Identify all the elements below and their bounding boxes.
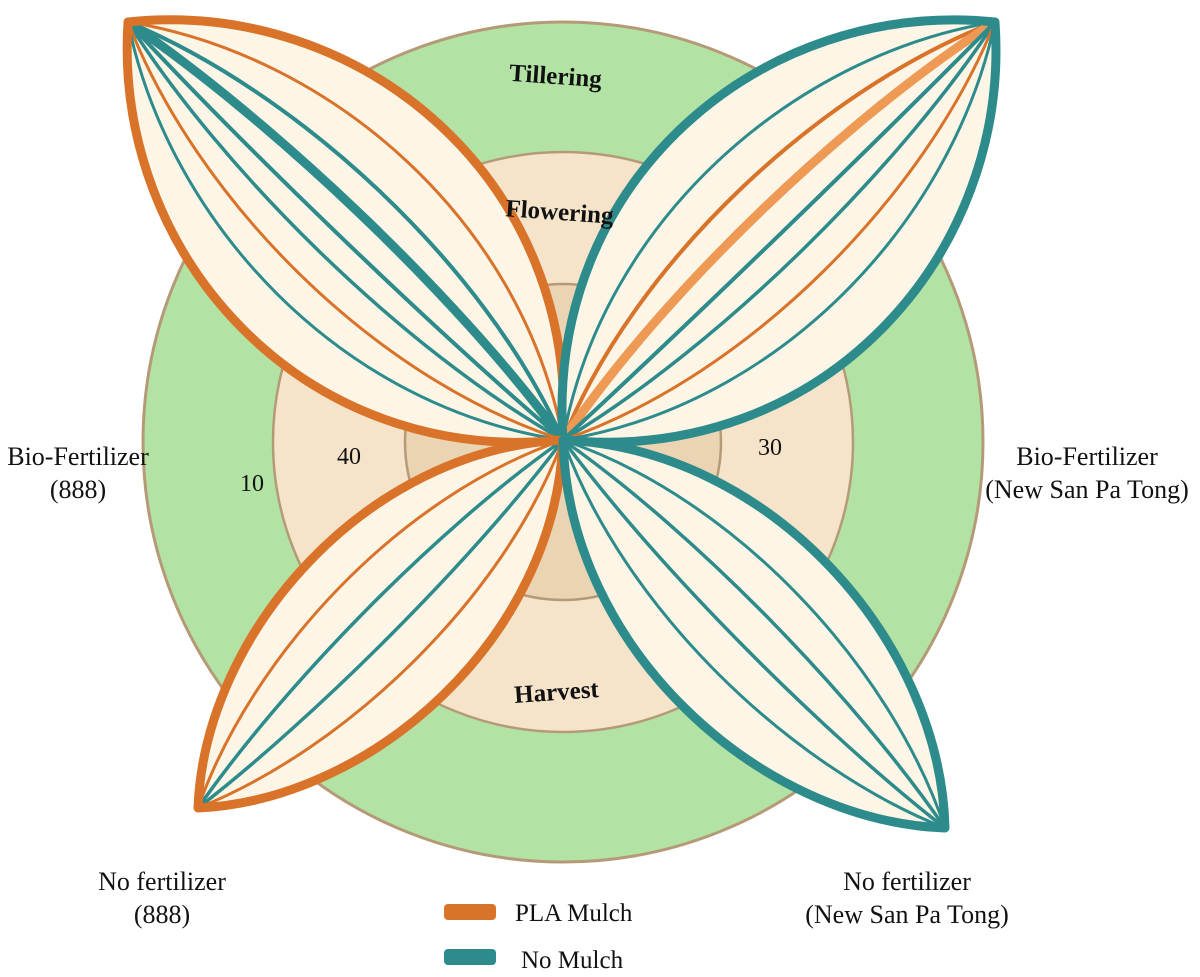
leaf-top-right-vein-6 [561, 20, 997, 442]
legend-swatch-nomulch [444, 949, 496, 965]
category-label-bottom-left-line1: No fertilizer [98, 867, 226, 896]
leaf-top-right [557, 15, 1001, 447]
leaf-bottom-left-vein-0 [196, 438, 565, 810]
leaf-bottom-left-fill [198, 440, 563, 808]
leaf-top-left-outline [122, 15, 569, 447]
leaf-bottom-left-vein-1 [196, 438, 565, 810]
legend-swatch-pla [444, 904, 496, 920]
leaf-bottom-left-outline [193, 435, 568, 813]
leaf-bottom-left-vein-2 [196, 438, 565, 810]
leaf-top-right-vein-5 [561, 20, 997, 442]
leaf-bottom-right [558, 435, 950, 833]
legend: PLA Mulch No Mulch [444, 900, 633, 974]
leaf-top-right-vein-2 [558, 17, 1000, 445]
leaf-top-right-vein-0 [561, 20, 997, 442]
leaf-top-left-vein-3 [126, 20, 565, 442]
category-label-top-right-line2: (New San Pa Tong) [985, 475, 1189, 504]
category-label-top-left-line2: (888) [50, 475, 106, 504]
category-label-bottom-right-line2: (New San Pa Tong) [805, 900, 1009, 929]
leaf-bottom-right-vein-0 [561, 438, 947, 830]
leaf-top-right-outline [557, 15, 1001, 447]
leaf-top-right-vein-3 [561, 20, 997, 442]
leaf-top-left-fill [127, 19, 564, 443]
leaf-top-right-vein-1 [561, 20, 997, 442]
leaf-top-left-vein-5 [126, 20, 565, 442]
ring-value-left-outer: 10 [240, 471, 264, 497]
legend-label-nomulch: No Mulch [521, 947, 624, 974]
leaf-bottom-right-vein-2 [561, 438, 947, 830]
leaf-bottom-right-vein-3 [561, 438, 947, 830]
leaf-bottom-left-vein-3 [196, 438, 565, 810]
leaf-top-left-vein-0 [126, 20, 565, 442]
leaf-top-left-vein-1 [126, 20, 565, 442]
leaf-bottom-left [193, 435, 568, 813]
leaf-bottom-right-outline [558, 435, 950, 833]
leaf-top-left-vein-4 [126, 20, 565, 442]
leaf-top-left-vein-2 [123, 17, 568, 445]
category-label-bottom-right-line1: No fertilizer [843, 867, 971, 896]
legend-label-pla: PLA Mulch [515, 900, 633, 927]
category-label-bottom-left-line2: (888) [134, 900, 190, 929]
leaf-group [122, 15, 1001, 833]
stage-label-harvest: Harvest [513, 676, 600, 709]
category-label-top-right-line1: Bio-Fertilizer [1016, 442, 1158, 471]
leaf-top-left [122, 15, 569, 447]
ring-value-right-inner: 30 [758, 435, 782, 461]
ring-value-left-inner: 40 [337, 444, 361, 470]
leaf-top-right-vein-4 [561, 20, 997, 442]
stage-label-tillering: Tillering [508, 60, 603, 93]
category-label-top-left-line1: Bio-Fertilizer [7, 442, 149, 471]
leaf-bottom-right-fill [563, 440, 945, 828]
leaf-top-left-vein-6 [126, 20, 565, 442]
leaf-bottom-right-vein-1 [561, 438, 947, 830]
